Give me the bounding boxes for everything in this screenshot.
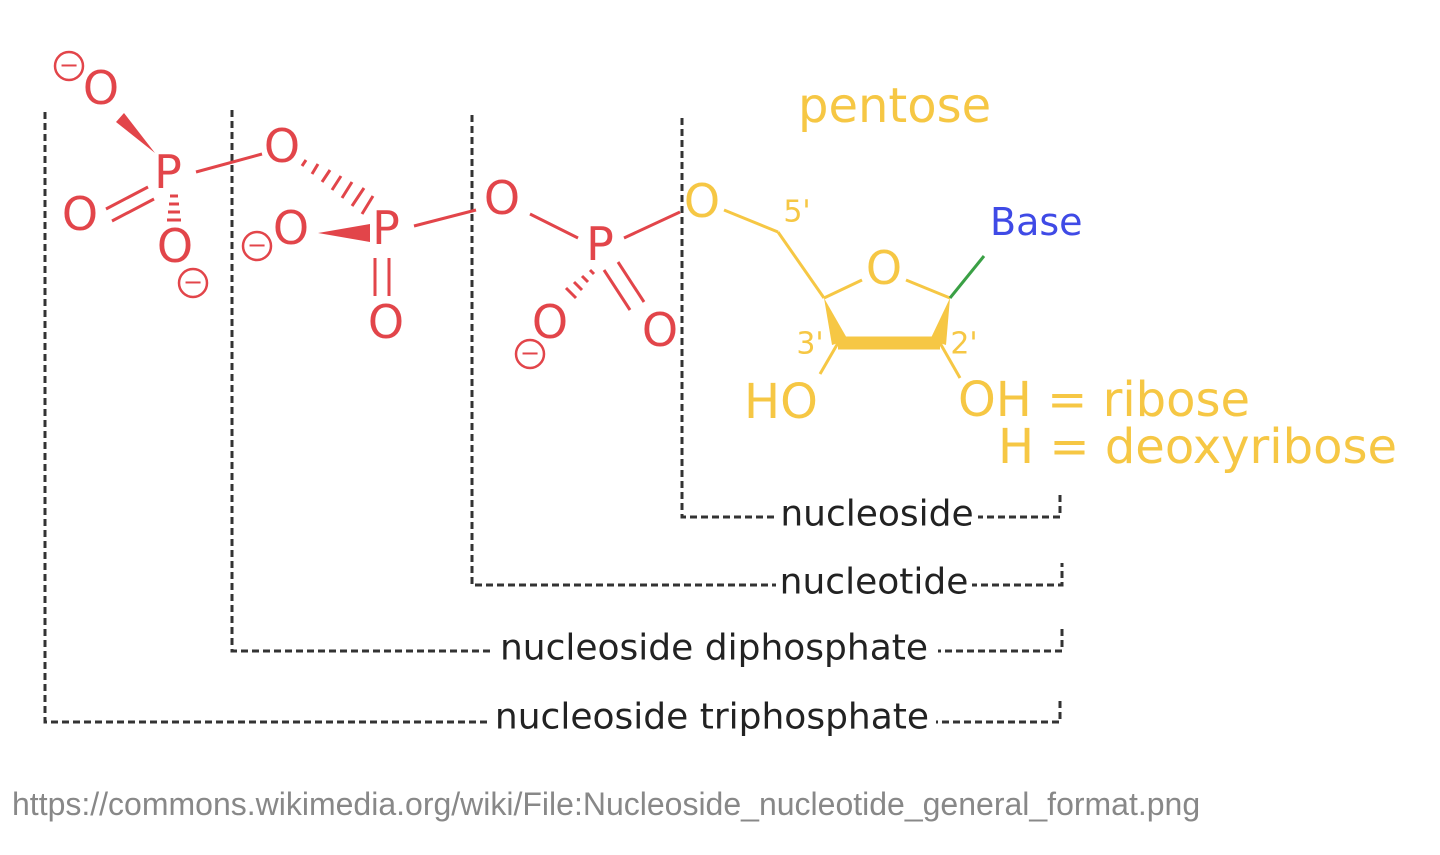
atom-oxygen: O <box>484 171 520 225</box>
atom-phosphorus: P <box>372 201 400 255</box>
carbon-2-label: 2' <box>950 327 977 362</box>
charge-sign: − <box>183 268 203 296</box>
hash-bond-p3-o <box>564 268 596 300</box>
atom-oxygen: O <box>157 219 193 273</box>
wedge-bond-p1-o <box>116 113 155 153</box>
phosphate-atoms: O P O O O O P O O P O O <box>62 61 678 357</box>
charge-sign: − <box>59 51 79 79</box>
pentose-label: pentose <box>798 78 991 134</box>
nucleoside-triphosphate-label: nucleoside triphosphate <box>495 697 929 738</box>
bond-ring-o-c1 <box>905 278 951 300</box>
atom-phosphorus: P <box>154 145 182 199</box>
charge-sign: − <box>520 339 540 367</box>
negative-charge-icon: − <box>514 338 546 370</box>
atom-oxygen: O <box>532 295 568 349</box>
atom-oxygen: O <box>368 295 404 349</box>
deoxyribose-substituent-label: H = deoxyribose <box>998 419 1397 475</box>
hash-bond-o-p2 <box>300 159 375 215</box>
bond-p3-o5 <box>623 210 681 240</box>
bond-c3-oh <box>818 342 840 375</box>
atom-oxygen: O <box>264 119 300 173</box>
negative-charges: − − − − <box>53 50 546 370</box>
double-bond-p3-o-a <box>602 269 632 311</box>
bond-c4-ring-o <box>823 278 863 300</box>
pentose-atoms: pentose O O 5' 3' 2' HO OH = ribose H = … <box>684 78 1397 475</box>
double-bond-p1-o-b <box>111 197 155 223</box>
bond-c5-c4 <box>776 231 826 299</box>
atom-ester-oxygen: O <box>684 174 720 228</box>
atom-oxygen: O <box>273 201 309 255</box>
carbon-5-label: 5' <box>783 195 810 230</box>
bond-p2-bridge-o <box>413 208 477 228</box>
negative-charge-icon: − <box>53 50 85 82</box>
atom-oxygen: O <box>642 303 678 357</box>
base-label: Base <box>990 200 1083 244</box>
nucleoside-label: nucleoside <box>780 494 973 535</box>
bond-o5-c5 <box>723 208 779 234</box>
nucleotide-label: nucleotide <box>780 562 969 603</box>
bond-p1-bridge-o <box>195 152 263 174</box>
wedge-bond-c4-c3 <box>824 298 848 345</box>
bracket-nucleotide <box>470 115 1064 587</box>
pentose-bonds <box>723 208 986 379</box>
carbon-3-label: 3' <box>796 327 823 362</box>
atom-phosphorus: P <box>586 217 614 271</box>
hydroxyl-3-label: HO <box>744 374 818 430</box>
bracket-labels: nucleoside nucleotide nucleoside diphosp… <box>488 494 978 740</box>
double-bond-p1-o-a <box>105 185 149 211</box>
bond-o-p3 <box>529 212 579 240</box>
double-bond-p3-o-b <box>616 261 646 303</box>
atom-ring-oxygen: O <box>866 241 902 295</box>
bond-c1-base <box>948 255 986 299</box>
negative-charge-icon: − <box>241 230 273 262</box>
atom-oxygen: O <box>83 61 119 115</box>
hash-bond-p1-o <box>167 194 181 222</box>
ribose-substituent-label: OH = ribose <box>958 372 1250 428</box>
source-url: https://commons.wikimedia.org/wiki/File:… <box>12 786 1201 822</box>
bond-c2-oh <box>938 342 962 379</box>
nucleoside-diphosphate-label: nucleoside diphosphate <box>500 628 928 669</box>
wedge-bond-p2-o <box>318 224 370 242</box>
phosphate-bonds <box>105 113 681 311</box>
bracket-nucleoside-diphosphate <box>230 110 1064 653</box>
negative-charge-icon: − <box>177 267 209 299</box>
atom-oxygen: O <box>62 187 98 241</box>
wedge-bond-c1-c2 <box>930 298 950 345</box>
charge-sign: − <box>247 231 267 259</box>
